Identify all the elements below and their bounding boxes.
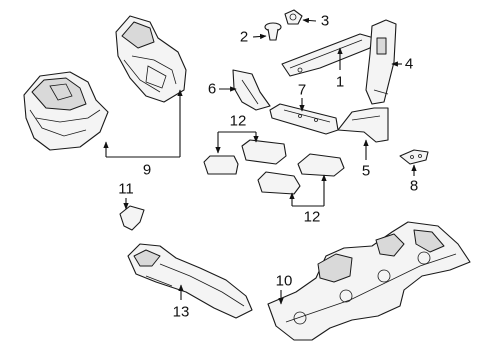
part-5-lower-trim (337, 107, 389, 143)
part-4-b-pillar (365, 19, 397, 105)
callout-8: 8 (410, 178, 418, 195)
callout-5: 5 (362, 163, 370, 180)
callout-11: 11 (118, 181, 134, 198)
part-7-sill-plate (269, 103, 339, 135)
part-8-clip-plate (399, 149, 429, 165)
callout-10: 10 (276, 273, 293, 290)
part-12-mat-lower-right (297, 153, 345, 177)
part-1-pillar-trim (281, 33, 375, 77)
callout-12-upper: 12 (230, 113, 247, 130)
callout-4: 4 (405, 56, 413, 73)
callout-1: 1 (336, 74, 344, 91)
callout-6: 6 (208, 81, 216, 98)
part-6-trim-panel (232, 69, 271, 111)
callout-2: 2 (240, 29, 248, 46)
part-2-clip (264, 22, 282, 41)
part-9-left-carpet (23, 71, 109, 151)
part-12-mat-upper-right (241, 139, 287, 165)
part-9-right-carpet (115, 15, 187, 103)
leader-lines (103, 17, 417, 305)
callout-7: 7 (298, 82, 306, 99)
callout-9: 9 (143, 162, 151, 179)
part-13-insulator (127, 243, 253, 319)
callout-12-lower: 12 (304, 209, 321, 226)
part-12-mat-upper-left (203, 155, 239, 175)
callout-labels: 1 2 3 4 5 6 7 8 9 10 11 12 12 13 (118, 13, 418, 321)
callout-3: 3 (321, 13, 329, 30)
part-3-retainer (284, 9, 303, 25)
part-12-mat-lower-left (257, 171, 301, 195)
callout-13: 13 (173, 304, 190, 321)
part-10-floor-insulator (267, 221, 471, 341)
part-11-insulator (119, 205, 145, 231)
